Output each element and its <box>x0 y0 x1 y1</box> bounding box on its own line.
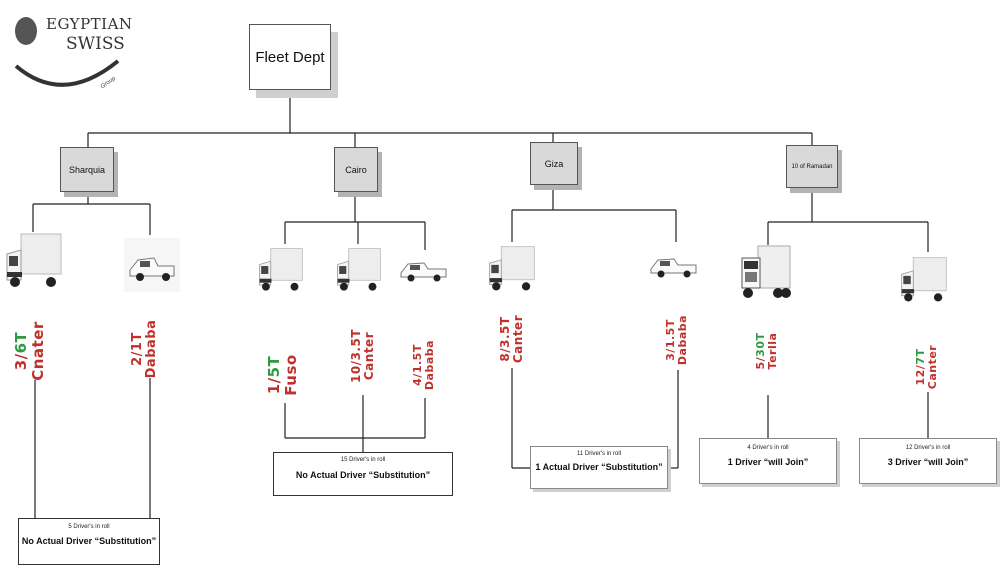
vehicle-label-sharquia-dababa: 2/1T Dababa <box>130 314 161 384</box>
vehicle-label-cairo-fuso: 1/5T Fuso <box>265 335 302 415</box>
company-logo: EGYPTIAN SWISS Group <box>8 6 132 96</box>
vehicle-type: Dababa <box>676 314 689 366</box>
box-truck-icon <box>6 233 62 287</box>
vehicle-type: Canter <box>926 344 939 390</box>
vehicle-type: Dababa <box>423 339 436 391</box>
box-truck-icon <box>489 246 535 291</box>
vehicle-label-ramadan-canter: 12/7T Canter <box>914 332 941 402</box>
drivers-note-cairo: 15 Driver's in roll No Actual Driver “Su… <box>273 452 453 496</box>
drivers-note-giza: 11 Driver's in roll 1 Actual Driver “Sub… <box>530 446 668 489</box>
drivers-status: 1 Driver “will Join” <box>727 457 809 467</box>
drivers-status: 1 Actual Driver “Substitution” <box>535 462 663 472</box>
drivers-note-ramadan-canter: 12 Driver's in roll 3 Driver “will Join” <box>859 438 997 484</box>
vehicle-count: 3/ <box>12 353 30 371</box>
vehicle-type: Canter <box>362 331 376 381</box>
drivers-status: 3 Driver “will Join” <box>887 457 969 467</box>
pickup-truck-icon <box>124 238 180 292</box>
region-label: Cairo <box>345 164 367 175</box>
region-10-of-ramadan: 10 of Ramadan <box>786 145 838 188</box>
vehicle-label-ramadan-terlla: 5/30T Terlla <box>754 316 781 386</box>
root-node: Fleet Dept <box>249 24 331 90</box>
vehicle-label-giza-dababa: 3/1.5T Dababa <box>664 305 691 375</box>
box-truck-icon <box>901 257 947 302</box>
region-label: Giza <box>544 158 564 169</box>
drivers-count: 5 Driver's in roll <box>68 524 110 530</box>
drivers-count: 11 Driver's in roll <box>576 451 622 457</box>
drivers-count: 4 Driver's in roll <box>747 445 789 451</box>
pickup-truck-icon <box>400 262 447 282</box>
logo-text-line1: EGYPTIAN <box>46 15 133 33</box>
vehicle-label-sharquia-canter: 3/6T Cnater <box>12 316 49 386</box>
drivers-note-sharquia: 5 Driver's in roll No Actual Driver “Sub… <box>18 518 160 565</box>
drivers-status: No Actual Driver “Substitution” <box>295 470 431 480</box>
vehicle-label-cairo-canter: 10/3.5T Canter <box>349 321 378 391</box>
root-label: Fleet Dept <box>255 48 325 66</box>
region-label: 10 of Ramadan <box>791 163 833 170</box>
drivers-count: 12 Driver's in roll <box>905 445 951 451</box>
drivers-count: 15 Driver's in roll <box>340 457 386 463</box>
vehicle-count: 8/3.5T <box>498 316 512 362</box>
logo-text-line2: SWISS <box>66 34 125 54</box>
region-label: Sharquia <box>68 164 106 175</box>
box-truck-icon <box>337 248 381 291</box>
vehicle-type: Canter <box>511 314 525 364</box>
box-truck-icon <box>259 248 303 291</box>
vehicle-type: Dababa <box>144 319 159 379</box>
vehicle-type: Terlla <box>766 332 779 370</box>
vehicle-count: 1/ <box>265 377 283 395</box>
vehicle-label-giza-canter: 8/3.5T Canter <box>498 304 527 374</box>
logo-swoosh-icon <box>14 17 120 87</box>
region-giza: Giza <box>530 142 578 185</box>
vehicle-label-cairo-dababa: 4/1.5T Dababa <box>411 330 438 400</box>
vehicle-type: Cnater <box>29 321 47 381</box>
pickup-truck-icon <box>650 258 697 278</box>
region-cairo: Cairo <box>334 147 378 192</box>
semi-truck-icon <box>741 245 791 298</box>
drivers-note-ramadan-terlla: 4 Driver's in roll 1 Driver “will Join” <box>699 438 837 484</box>
drivers-status: No Actual Driver “Substitution” <box>21 536 157 546</box>
vehicle-count: 10/3.5T <box>349 328 363 384</box>
vehicle-type: Fuso <box>282 354 300 396</box>
region-sharquia: Sharquia <box>60 147 114 192</box>
vehicle-count: 2/1T <box>130 332 145 366</box>
vehicle-capacity: 5T <box>265 355 283 378</box>
vehicle-capacity: 6T <box>12 331 30 354</box>
